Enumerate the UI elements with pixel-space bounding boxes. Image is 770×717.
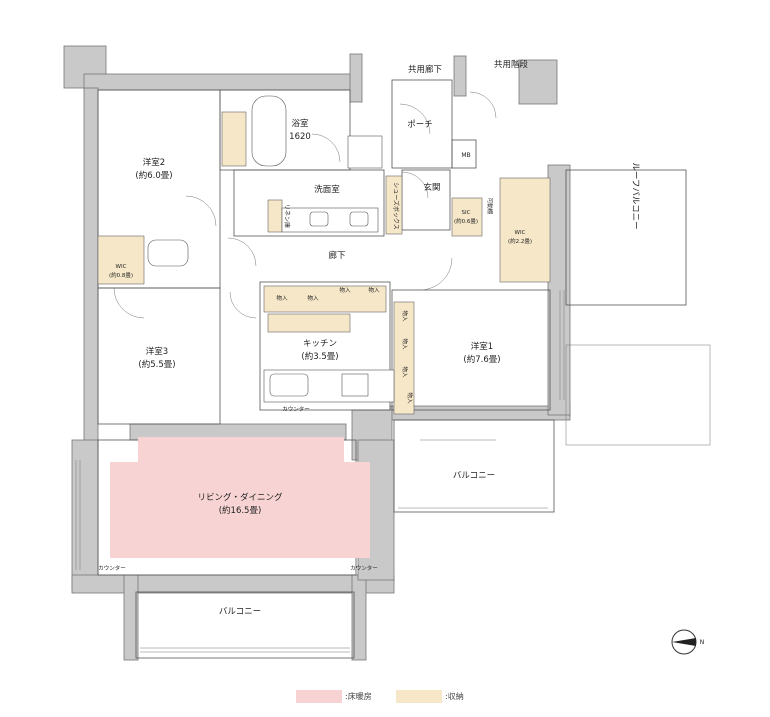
sic-name: SIC bbox=[462, 210, 471, 216]
counter-label: カウンター bbox=[350, 564, 378, 572]
north-icon: N bbox=[700, 639, 705, 646]
storage-areas bbox=[97, 111, 551, 415]
door-swings bbox=[113, 91, 497, 319]
storage-swatch bbox=[396, 689, 442, 703]
western2-area: (約6.0畳) bbox=[135, 170, 172, 181]
kitchen-area: (約3.5畳) bbox=[301, 351, 338, 362]
hall-name: 廊下 bbox=[328, 250, 346, 261]
common-stairs-name: 共用階段 bbox=[494, 59, 529, 70]
mb-name: MB bbox=[461, 152, 470, 159]
storage-label: 物入 bbox=[339, 286, 351, 294]
washroom-name: 洗面室 bbox=[314, 184, 340, 195]
common-corridor-name: 共用廊下 bbox=[408, 64, 443, 75]
living-area: (約16.5畳) bbox=[219, 505, 262, 516]
storage-label: 物入 bbox=[401, 310, 409, 322]
bath-size: 1620 bbox=[289, 132, 311, 142]
entrance-name: 玄関 bbox=[423, 182, 440, 193]
western3-name: 洋室3 bbox=[146, 346, 168, 357]
shoebox-name: シューズボックス bbox=[392, 182, 400, 230]
roof-balcony-name: ルーフバルコニー bbox=[630, 162, 640, 229]
storage-label: 物入 bbox=[307, 294, 319, 302]
wic-left-area: (約0.8畳) bbox=[109, 271, 133, 279]
legend-floor-heating: :床暖房 bbox=[296, 689, 372, 703]
western2-name: 洋室2 bbox=[143, 157, 165, 168]
fixtures bbox=[147, 95, 395, 403]
counter-label: カウンター bbox=[282, 405, 310, 413]
openings bbox=[75, 290, 565, 653]
wic-right-area: (約2.2畳) bbox=[508, 237, 532, 245]
counter-label: カウンター bbox=[98, 564, 126, 572]
western1-area: (約7.6畳) bbox=[463, 354, 500, 365]
movable-shelf-name: 可動棚 bbox=[486, 198, 494, 215]
floor-heating-swatch bbox=[296, 689, 342, 703]
living-name: リビング・ダイニング bbox=[197, 492, 283, 503]
storage-label: 物入 bbox=[406, 392, 414, 404]
western1-name: 洋室1 bbox=[471, 341, 493, 352]
legend-storage: :収納 bbox=[396, 689, 464, 703]
legend-label: :収納 bbox=[445, 691, 464, 701]
balcony-right-name: バルコニー bbox=[453, 471, 495, 481]
bath-name: 浴室 bbox=[291, 118, 309, 129]
porch-name: ポーチ bbox=[407, 120, 433, 130]
floor-heating-area bbox=[110, 437, 370, 558]
linen-name: リネン庫 bbox=[283, 204, 291, 228]
kitchen-name: キッチン bbox=[303, 339, 337, 349]
western3-area: (約5.5畳) bbox=[138, 359, 175, 370]
storage-label: 物入 bbox=[368, 286, 380, 294]
storage-label: 物入 bbox=[401, 366, 409, 378]
wic-right-name: WIC bbox=[515, 230, 526, 236]
legend-label: :床暖房 bbox=[345, 691, 372, 701]
storage-label: 物入 bbox=[401, 338, 409, 350]
sic-area: (約0.6畳) bbox=[454, 217, 478, 225]
compass: N bbox=[671, 629, 705, 655]
storage-label: 物入 bbox=[276, 294, 288, 302]
balcony-bottom-name: バルコニー bbox=[219, 607, 261, 617]
wic-left-name: WIC bbox=[116, 264, 127, 270]
